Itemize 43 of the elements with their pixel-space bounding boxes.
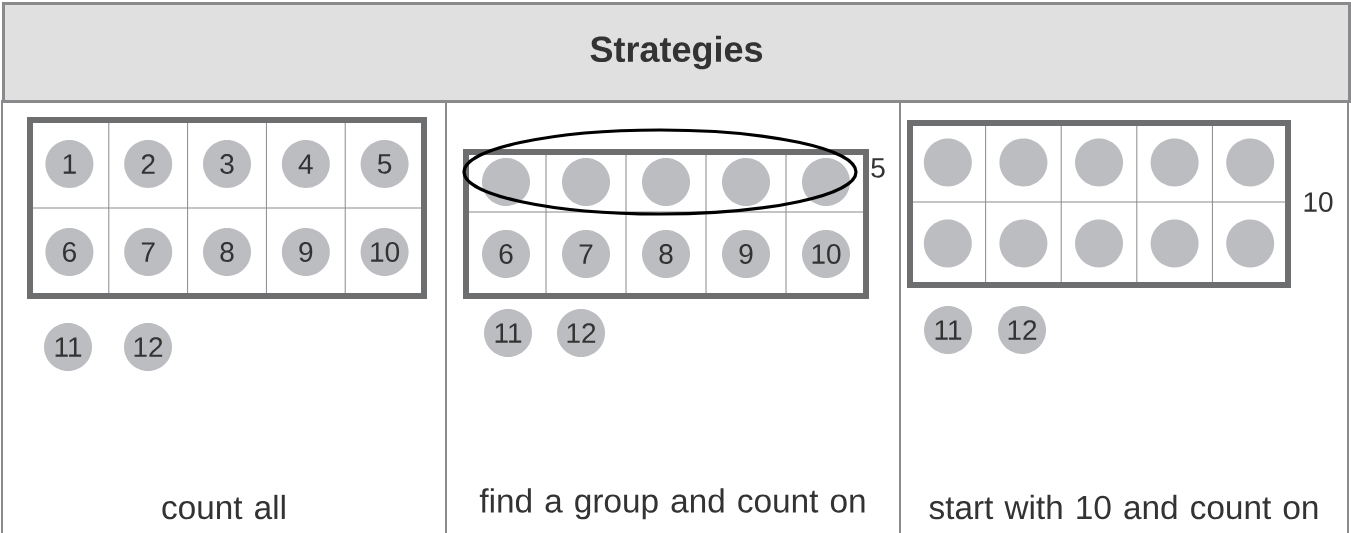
counter: 11 xyxy=(924,306,972,354)
counter xyxy=(482,158,530,206)
header-band: Strategies xyxy=(2,2,1351,103)
counter xyxy=(1150,219,1199,268)
counter xyxy=(999,138,1048,187)
counter: 12 xyxy=(124,323,172,371)
counter: 2 xyxy=(124,140,173,188)
ten-frame xyxy=(27,117,427,299)
counter xyxy=(722,158,770,206)
counter xyxy=(1150,138,1199,187)
counter: 7 xyxy=(562,230,610,278)
ten-frame xyxy=(907,120,1291,288)
counter xyxy=(1226,138,1275,187)
counter xyxy=(562,158,610,206)
side-label: 5 xyxy=(871,158,885,178)
counter xyxy=(1075,138,1123,187)
counter: 5 xyxy=(360,140,409,188)
counter xyxy=(923,138,972,187)
counter xyxy=(802,158,850,206)
counter: 11 xyxy=(484,309,532,357)
side-label: 10 xyxy=(1304,192,1333,212)
counter xyxy=(1075,219,1123,268)
ten-frame xyxy=(463,149,869,299)
group-ellipse xyxy=(462,128,858,216)
counter: 12 xyxy=(998,306,1046,354)
counter: 6 xyxy=(482,230,530,278)
counter xyxy=(923,219,972,268)
counter: 12 xyxy=(557,309,605,357)
counter: 1 xyxy=(45,140,94,188)
counter: 8 xyxy=(203,228,251,276)
counter: 6 xyxy=(45,228,94,276)
counter: 7 xyxy=(124,228,173,276)
counter: 8 xyxy=(642,230,690,278)
counter: 10 xyxy=(360,228,409,276)
counter: 4 xyxy=(281,140,330,188)
counter xyxy=(1226,219,1275,268)
counter: 3 xyxy=(203,140,251,188)
counter: 10 xyxy=(802,230,850,278)
counter xyxy=(999,219,1048,268)
counter: 11 xyxy=(44,323,92,371)
counter xyxy=(642,158,690,206)
counter: 9 xyxy=(722,230,770,278)
counter: 9 xyxy=(281,228,330,276)
